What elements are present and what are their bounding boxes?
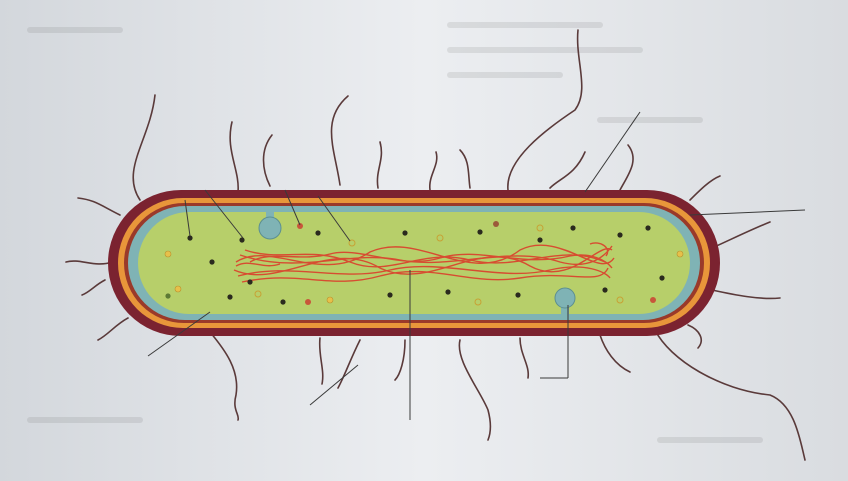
ribosome: [239, 237, 244, 242]
ribosome: [477, 229, 482, 234]
ribosome: [187, 235, 192, 240]
ribosome: [659, 275, 664, 280]
granule: [327, 297, 333, 303]
ribosome: [280, 299, 285, 304]
ribosome: [537, 237, 542, 242]
ribosome: [570, 225, 575, 230]
ribosome: [247, 279, 252, 284]
ribosome: [227, 294, 232, 299]
granule: [175, 286, 181, 292]
ribosome: [602, 287, 607, 292]
granule: [677, 251, 683, 257]
ribosome: [209, 259, 214, 264]
ribosome: [387, 292, 392, 297]
granule-red: [165, 293, 170, 298]
granule-red: [650, 297, 656, 303]
ribosome: [645, 225, 650, 230]
granule: [165, 251, 171, 257]
granule-red: [305, 299, 311, 305]
ribosome: [402, 230, 407, 235]
ribosome: [515, 292, 520, 297]
ribosome: [315, 230, 320, 235]
ribosome: [445, 289, 450, 294]
ribosome: [617, 232, 622, 237]
granule-red: [493, 221, 499, 227]
